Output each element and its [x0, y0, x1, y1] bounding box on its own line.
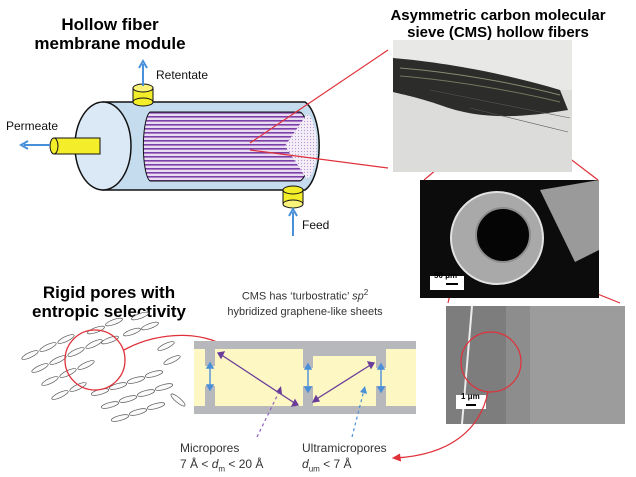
ultramicropore-label: Ultramicropores dum < 7 Å: [302, 440, 387, 475]
ultramicropore-name: Ultramicropores: [302, 441, 387, 455]
ultramicropore-sub: um: [308, 464, 320, 474]
retentate-label: Retentate: [156, 68, 209, 82]
micropore-range: 7 Å < dm < 20 Å: [180, 456, 263, 475]
feed-label: Feed: [302, 218, 330, 232]
graphene-sheets: [21, 311, 186, 422]
sem-cross-section: [420, 180, 599, 298]
ultramicropore-d: d: [302, 457, 309, 472]
feed-arrowhead-icon: [288, 206, 298, 217]
retentate-arrowhead-icon: [138, 58, 148, 69]
cms-caption-prefix: CMS has ‘turbostratic’: [241, 290, 353, 303]
micropore-pointer: [256, 389, 281, 438]
retentate-port: [132, 83, 154, 107]
ultramicropore-range-suffix: < 7 Å: [319, 457, 352, 472]
micropore-d: d: [211, 457, 219, 472]
ultramicropore-pointer: [351, 389, 365, 438]
pores-title-line2: entropic selectivity: [31, 301, 186, 321]
skin-zoom-curve: [394, 391, 489, 459]
module-title-line2: membrane module: [34, 33, 186, 53]
sem-skin-layer: [446, 305, 625, 425]
pores-title: Rigid pores with entropic selectivity: [14, 283, 204, 321]
fibers-title-line2: sieve (CMS) hollow fibers: [407, 23, 589, 41]
pore-width-arrows: [205, 361, 386, 394]
module-title-line1: Hollow fiber: [61, 15, 159, 34]
cms-caption: CMS has ‘turbostratic’ sp2 hybridized gr…: [200, 288, 410, 319]
micropore-range-suffix: < 20 Å: [225, 457, 264, 472]
micropore-pointer-arrowhead-icon: [276, 386, 282, 394]
scale-bar-1-label: 1 μm: [461, 392, 480, 401]
pore-schematic: [194, 341, 416, 414]
module-title: Hollow fiber membrane module: [20, 15, 200, 53]
skin-zoom-arrowhead-icon: [391, 453, 402, 462]
ultramicropore-range: dum < 7 Å: [302, 456, 387, 475]
micropore-name: Micropores: [180, 441, 240, 455]
diffusion-jump-arrows: [216, 351, 376, 407]
micropore-sub: m: [218, 464, 226, 474]
fiber-bundle: [142, 111, 317, 182]
cms-caption-sp: sp: [352, 290, 364, 303]
permeate-label: Permeate: [6, 119, 59, 133]
micropore-label: Micropores 7 Å < dm < 20 Å: [180, 440, 263, 475]
permeate-arrowhead-icon: [18, 140, 29, 150]
fibers-title-line1: Asymmetric carbon molecular: [390, 7, 606, 24]
pores-title-line1: Rigid pores with: [42, 283, 176, 302]
fiber-bundle-photo: [393, 40, 572, 172]
ultramicropore-pointer-arrowhead-icon: [360, 386, 367, 394]
cms-caption-sup: 2: [363, 288, 369, 297]
fibers-title: Asymmetric carbon molecular sieve (CMS) …: [362, 7, 634, 41]
permeate-port: [49, 137, 101, 155]
cms-caption-line2: hybridized graphene-like sheets: [227, 305, 383, 318]
feed-port: [282, 185, 304, 209]
cms-caption-line1: CMS has ‘turbostratic’ sp2: [200, 288, 410, 305]
micropore-range-prefix: 7 Å <: [180, 457, 212, 472]
scale-bar-50-label: 50 μm: [434, 271, 458, 280]
pore-highlight-circle: [64, 329, 126, 391]
